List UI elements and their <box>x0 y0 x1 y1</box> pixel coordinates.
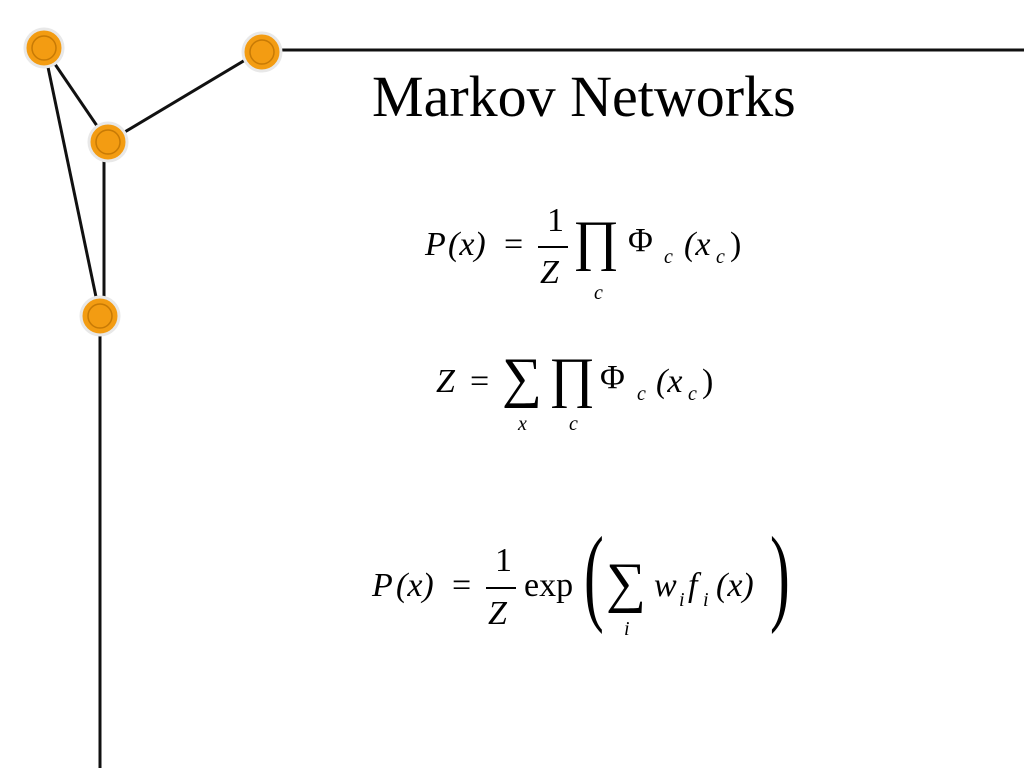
eq3-f-subscript: i <box>703 589 709 611</box>
eq3-sum-symbol: ∑ <box>606 552 646 614</box>
eq3-left-paren: ( <box>584 516 604 635</box>
eq1-arg-close: ) <box>730 226 742 263</box>
eq2-product-subscript: c <box>569 413 578 435</box>
eq1-denominator: Z <box>540 254 559 291</box>
slide-title: Markov Networks <box>372 64 796 129</box>
eq3-denominator: Z <box>488 595 507 632</box>
eq3-f: f <box>688 567 698 604</box>
eq3-numerator: 1 <box>495 542 512 579</box>
eq2-arg-subscript: c <box>688 383 697 405</box>
eq1-equals: = <box>504 226 524 263</box>
eq1-arg-subscript: c <box>716 246 725 268</box>
eq3-right-paren: ) <box>770 516 790 635</box>
eq3-exp: exp <box>524 567 574 604</box>
eq1-phi: Φ <box>628 222 653 259</box>
eq2-phi-subscript: c <box>637 383 646 405</box>
edge-line <box>42 47 102 317</box>
eq3-fraction-bar <box>486 587 516 589</box>
eq2-product-symbol: ∏ <box>549 347 596 409</box>
eq3-arg: (x) <box>716 567 754 604</box>
eq2-arg-open: (x <box>656 363 683 400</box>
eq3-P: P <box>372 567 393 604</box>
eq2-Z: Z <box>436 363 455 400</box>
eq2-equals: = <box>470 363 490 400</box>
graph-node <box>241 31 283 73</box>
graph-node <box>79 295 121 337</box>
eq1-lhs-arg: (x) <box>448 226 486 263</box>
eq3-equals: = <box>452 567 472 604</box>
eq1-numerator: 1 <box>547 202 564 239</box>
eq2-sum-symbol: ∑ <box>502 347 542 409</box>
eq1-arg-open: (x <box>684 226 711 263</box>
eq1-product-symbol: ∏ <box>573 210 620 272</box>
graph-node <box>23 27 65 69</box>
eq1-P: P <box>425 226 446 263</box>
eq2-arg-close: ) <box>702 363 714 400</box>
eq3-w: w <box>654 567 677 604</box>
eq1-phi-subscript: c <box>664 246 673 268</box>
eq1-product-subscript: c <box>594 282 603 304</box>
graph-node <box>87 121 129 163</box>
eq3-lhs-arg: (x) <box>396 567 434 604</box>
edge-line <box>107 48 263 144</box>
eq3-w-subscript: i <box>679 589 685 611</box>
eq2-sum-subscript: x <box>518 413 527 435</box>
eq2-phi: Φ <box>600 359 625 396</box>
eq1-fraction-bar <box>538 246 568 248</box>
eq3-sum-subscript: i <box>624 618 630 640</box>
